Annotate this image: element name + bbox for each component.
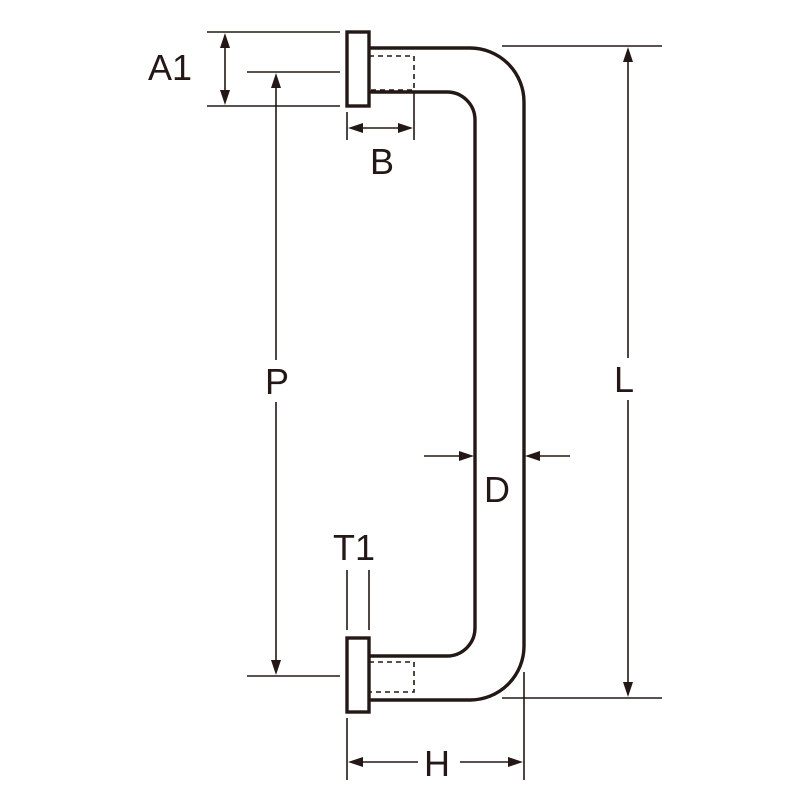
handle-inner-profile <box>369 90 477 658</box>
b-arrow-right <box>398 123 413 133</box>
l-arrow-top <box>623 47 633 62</box>
a1-arrow-bottom <box>220 90 230 105</box>
l-label: L <box>614 359 634 400</box>
h-label: H <box>424 743 450 784</box>
bottom-mounting-base <box>345 636 371 714</box>
h-arrow-right <box>508 757 523 767</box>
t1-label: T1 <box>333 527 375 568</box>
b-arrow-left <box>348 123 363 133</box>
a1-arrow-top <box>220 33 230 48</box>
d-arrow-left <box>459 451 474 461</box>
d-label: D <box>484 469 510 510</box>
handle-outer-profile <box>369 46 526 702</box>
top-mounting-base <box>345 30 371 108</box>
p-label: P <box>265 361 289 402</box>
b-label: B <box>370 141 394 182</box>
p-arrow-bottom <box>271 660 281 675</box>
top-screw-hole-hidden <box>369 55 415 91</box>
d-arrow-right <box>525 451 540 461</box>
a1-label: A1 <box>148 47 192 88</box>
l-arrow-bottom <box>623 682 633 697</box>
h-arrow-left <box>348 757 363 767</box>
p-arrow-top <box>271 73 281 88</box>
bottom-screw-hole-hidden <box>369 661 415 693</box>
